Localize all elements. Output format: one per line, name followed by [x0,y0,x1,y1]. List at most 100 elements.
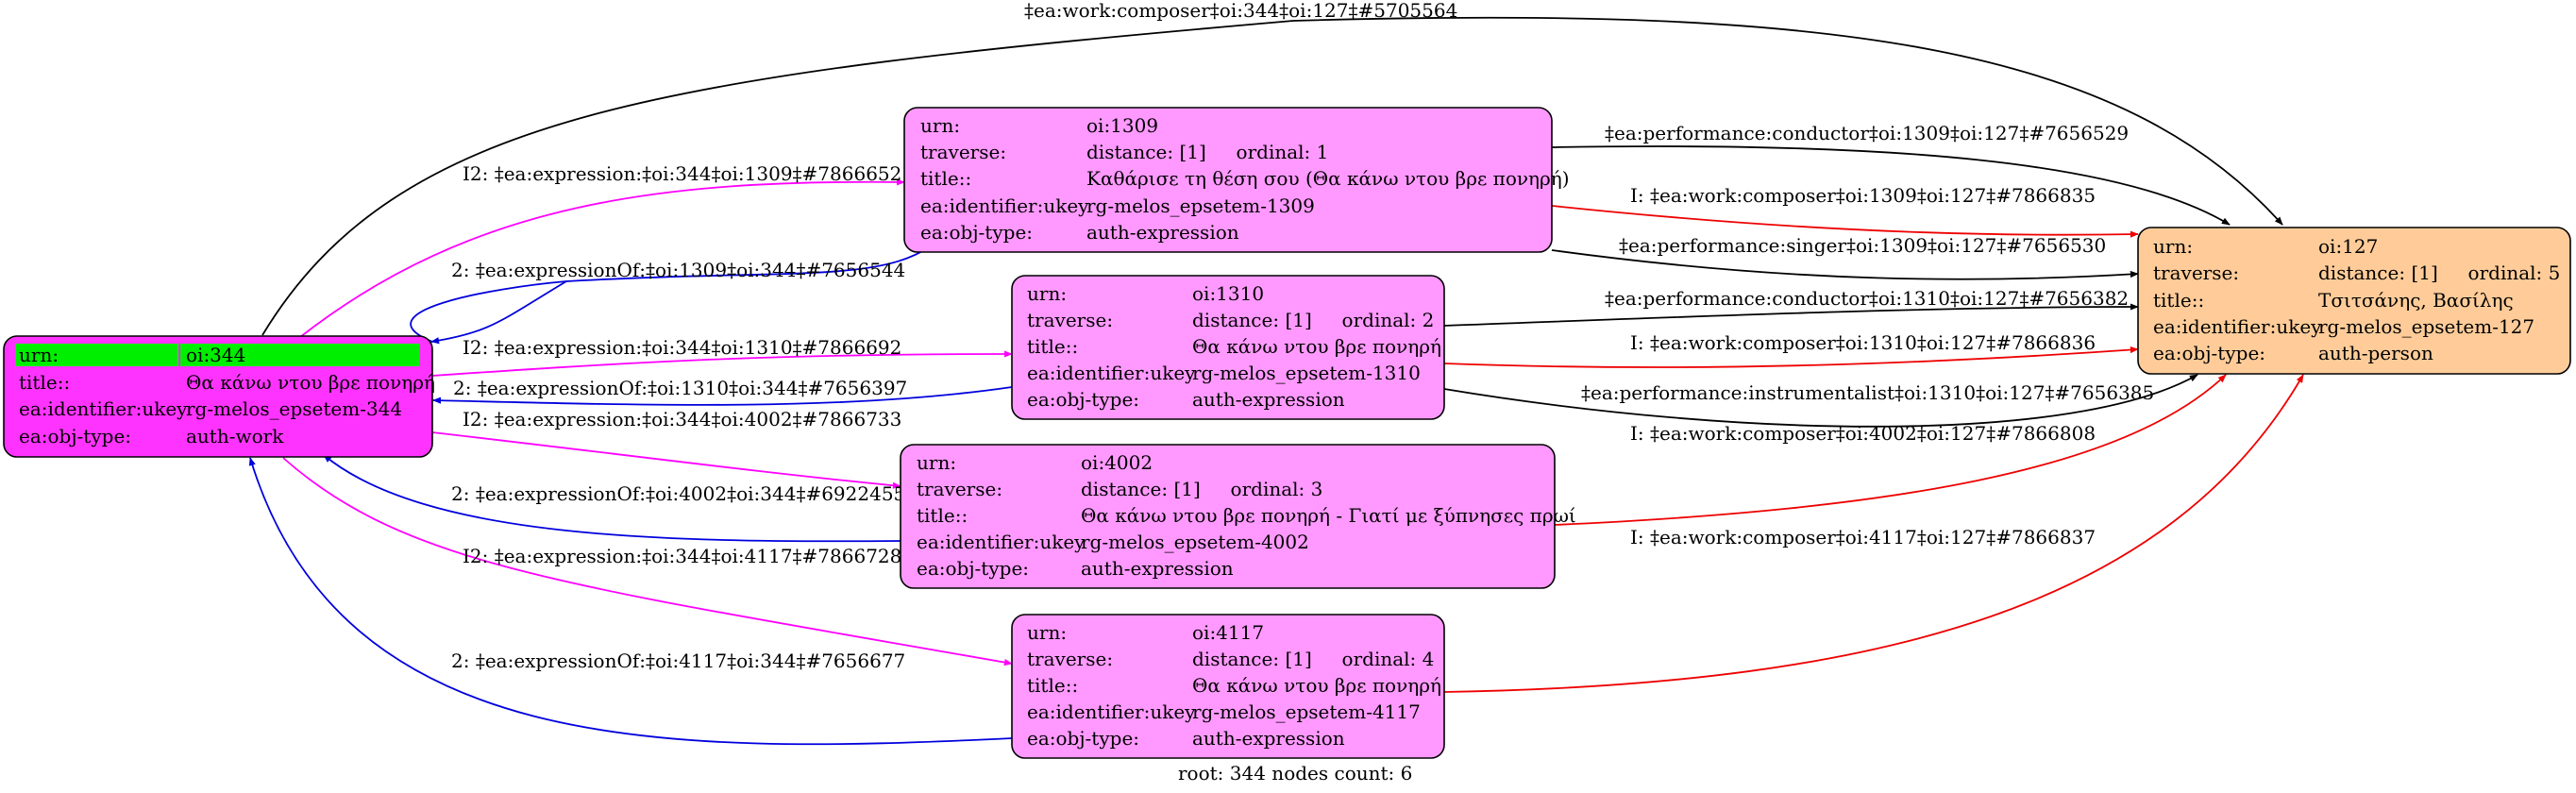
row-value: auth-person [2318,342,2433,364]
row-value: oi:1309 [1086,114,1158,137]
row-value: Τσιτσάνης, Βασίλης [2318,289,2514,312]
row-key: ea:identifier:ukey [19,397,188,420]
row-value: auth-expression [1086,221,1239,244]
edge-expression-344-1309 [299,178,905,338]
edge-label: 2: ‡ea:expressionOf:‡oi:1309‡oi:344‡#765… [451,259,905,281]
edge-expression-of-1310-344 [432,386,1013,406]
row-key: ea:obj-type: [1027,727,1139,750]
row-key: title:: [2153,289,2204,312]
row-value: oi:1310 [1192,282,1264,305]
row-value: distance: [1] ordinal: 5 [2318,262,2560,284]
node-box [1011,275,1445,420]
row-key: title:: [1027,335,1078,358]
row-value: oi:344 [186,344,245,366]
graph-footer: root: 344 nodes count: 6 [1178,762,1412,785]
edge-expression-of-4002-344 [323,454,901,543]
edge-composer-1309-127 [1551,205,2139,238]
edge-expression-of-4117-344 [248,457,1013,746]
edge-instrumentalist-1310-127 [1443,374,2198,428]
row-value: oi:127 [2318,235,2378,258]
row-key: ea:obj-type: [2153,342,2265,364]
row-key: title:: [920,167,971,190]
row-value: distance: [1] ordinal: 3 [1081,478,1322,500]
row-key: title:: [1027,674,1078,697]
edge-label: ‡ea:performance:conductor‡oi:1310‡oi:127… [1605,287,2129,310]
row-value: rg-melos_epsetem-1310 [1192,362,1421,384]
row-value: auth-expression [1081,557,1234,580]
row-key: urn: [2153,235,2193,258]
row-key: ea:identifier:ukey [920,194,1089,217]
edge-label: 2: ‡ea:expressionOf:‡oi:4117‡oi:344‡#765… [451,650,905,672]
edge-composer-4002-127 [1554,374,2227,526]
row-key: ea:obj-type: [920,221,1033,244]
row-value: Θα κάνω ντου βρε πονηρή [1192,674,1441,697]
node-oi-1309[interactable]: urn: oi:1309 traverse: distance: [1] ord… [903,107,1570,253]
row-key: ea:obj-type: [19,425,131,447]
edge-label: I: ‡ea:work:composer‡oi:1310‡oi:127‡#786… [1630,331,2096,354]
node-oi-344[interactable]: urn: oi:344 title:: Θα κάνω ντου βρε πον… [3,335,435,458]
node-box [900,444,1556,589]
edge-label: I: ‡ea:work:composer‡oi:1309‡oi:127‡#786… [1630,184,2096,207]
edge-label: ‡ea:performance:singer‡oi:1309‡oi:127‡#7… [1619,234,2106,257]
row-value: oi:4002 [1081,451,1153,474]
node-oi-4002[interactable]: urn: oi:4002 traverse: distance: [1] ord… [900,444,1576,589]
edge-expression-344-4117 [282,457,1013,666]
row-value: distance: [1] ordinal: 2 [1192,309,1434,331]
row-key: ea:identifier:ukey [2153,315,2322,338]
row-key: ea:identifier:ukey [1027,700,1196,723]
row-key: traverse: [1027,309,1113,331]
node-oi-1310[interactable]: urn: oi:1310 traverse: distance: [1] ord… [1011,275,1445,420]
row-value: rg-melos_epsetem-1309 [1086,194,1315,217]
row-key: ea:identifier:ukey [1027,362,1196,384]
edge-expression-of-1309-344-head [430,280,567,345]
edge-labels: ‡ea:work:composer‡oi:344‡oi:127‡#5705564… [451,0,2154,672]
edge-label: I2: ‡ea:expression:‡oi:344‡oi:1309‡#7866… [463,162,901,185]
edge-singer-1309-127 [1551,249,2139,280]
row-value: oi:4117 [1192,621,1264,644]
edge-composer-344-127 [261,16,2283,336]
row-value: rg-melos_epsetem-344 [186,397,402,420]
node-oi-127[interactable]: urn: oi:127 traverse: distance: [1] ordi… [2137,227,2571,375]
edge-label: ‡ea:performance:conductor‡oi:1309‡oi:127… [1605,122,2129,144]
edge-label: I: ‡ea:work:composer‡oi:4002‡oi:127‡#786… [1630,422,2096,445]
edge-label: I2: ‡ea:expression:‡oi:344‡oi:4117‡#7866… [463,545,901,567]
row-key: title:: [917,504,968,527]
row-value: auth-work [186,425,284,447]
edge-label: 2: ‡ea:expressionOf:‡oi:4002‡oi:344‡#692… [451,482,905,505]
row-key: ea:obj-type: [1027,388,1139,411]
row-value: rg-melos_epsetem-4117 [1192,700,1421,723]
edge-conductor-1310-127 [1443,303,2139,327]
edge-composer-4117-127 [1443,374,2304,693]
row-value: Θα κάνω ντου βρε πονηρή [186,371,435,394]
row-key: traverse: [2153,262,2239,284]
edge-label: ‡ea:performance:instrumentalist‡oi:1310‡… [1581,381,2154,404]
node-box [2137,227,2571,375]
edge-composer-1310-127 [1443,346,2139,368]
row-value: auth-expression [1192,727,1345,750]
row-value: rg-melos_epsetem-127 [2318,315,2534,338]
row-value: rg-melos_epsetem-4002 [1081,531,1309,553]
row-key: title:: [19,371,70,394]
row-key: ea:obj-type: [917,557,1029,580]
node-box [1011,614,1445,759]
row-key: traverse: [1027,648,1113,670]
edge-label: ‡ea:work:composer‡oi:344‡oi:127‡#5705564 [1024,0,1457,22]
row-value: auth-expression [1192,388,1345,411]
row-value: distance: [1] ordinal: 4 [1192,648,1434,670]
edge-expression-of-1309-344 [410,245,931,343]
edge-conductor-1309-127 [1551,145,2231,226]
row-key: traverse: [917,478,1002,500]
row-key: urn: [1027,621,1067,644]
row-key: urn: [917,451,956,474]
edge-expression-344-1310 [431,350,1013,377]
node-box [903,107,1553,253]
edge-expression-344-4002 [431,431,901,489]
edges [248,16,2304,746]
edge-label: I: ‡ea:work:composer‡oi:4117‡oi:127‡#786… [1630,526,2096,548]
row-key: urn: [1027,282,1067,305]
row-key: ea:identifier:ukey [917,531,1086,553]
edge-label: 2: ‡ea:expressionOf:‡oi:1310‡oi:344‡#765… [453,377,907,399]
row-key: urn: [19,344,59,366]
node-oi-4117[interactable]: urn: oi:4117 traverse: distance: [1] ord… [1011,614,1445,759]
